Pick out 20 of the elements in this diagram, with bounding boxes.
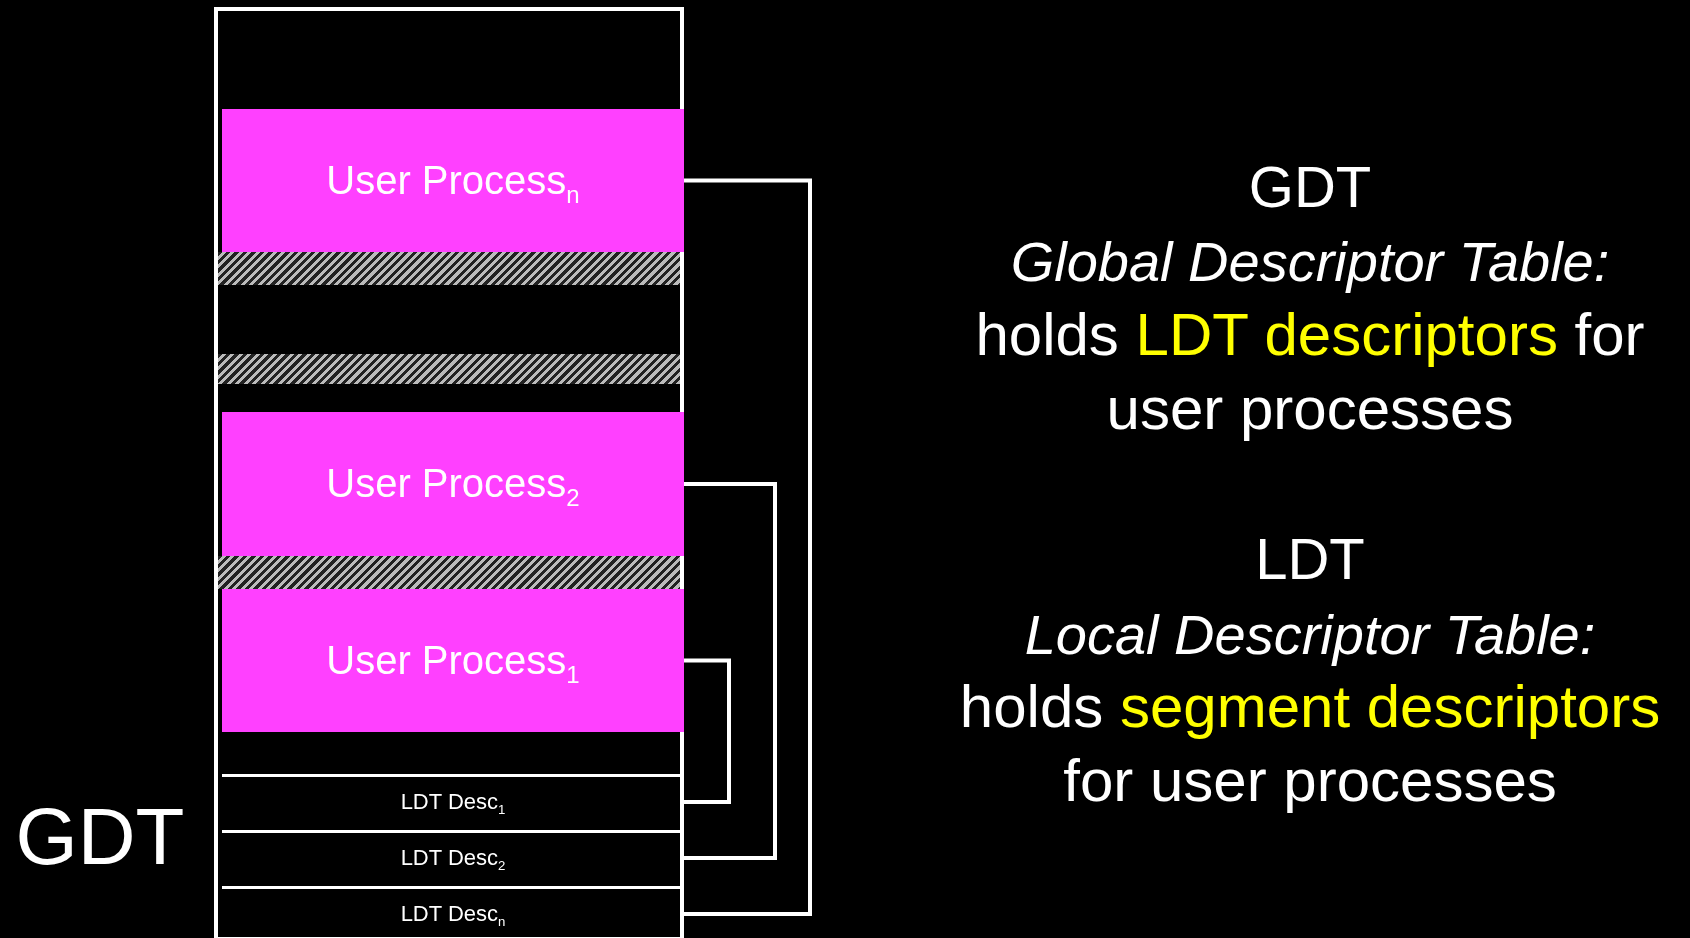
descriptor-row: LDT Desc$_{n}$ xyxy=(222,886,684,938)
hatched-band xyxy=(218,354,680,384)
definition-text: Global Descriptor Table: xyxy=(1009,229,1611,295)
descriptor-row: LDT Desc$_{2}$ xyxy=(222,830,684,886)
hatched-band xyxy=(218,556,680,589)
hatched-band xyxy=(218,252,680,285)
process-block: User Process$_{1}$ xyxy=(222,589,684,732)
description-text: holds LDT descriptors for user processes xyxy=(974,300,1646,444)
table-label: GDT xyxy=(14,800,186,874)
memory-column xyxy=(214,7,684,938)
connector-line xyxy=(684,482,777,860)
descriptor-row: LDT Desc$_{1}$ xyxy=(222,774,684,830)
connector-line xyxy=(684,178,812,916)
description-text: holds segment descriptors for user processes xyxy=(958,672,1662,816)
process-block: User Process$_{2}$ xyxy=(222,412,684,556)
process-block: User Process$_{n}$ xyxy=(222,109,684,252)
heading: GDT xyxy=(1247,153,1373,221)
connector-line xyxy=(684,658,731,804)
definition-text: Local Descriptor Table: xyxy=(1023,602,1597,668)
heading: LDT xyxy=(1254,525,1366,593)
